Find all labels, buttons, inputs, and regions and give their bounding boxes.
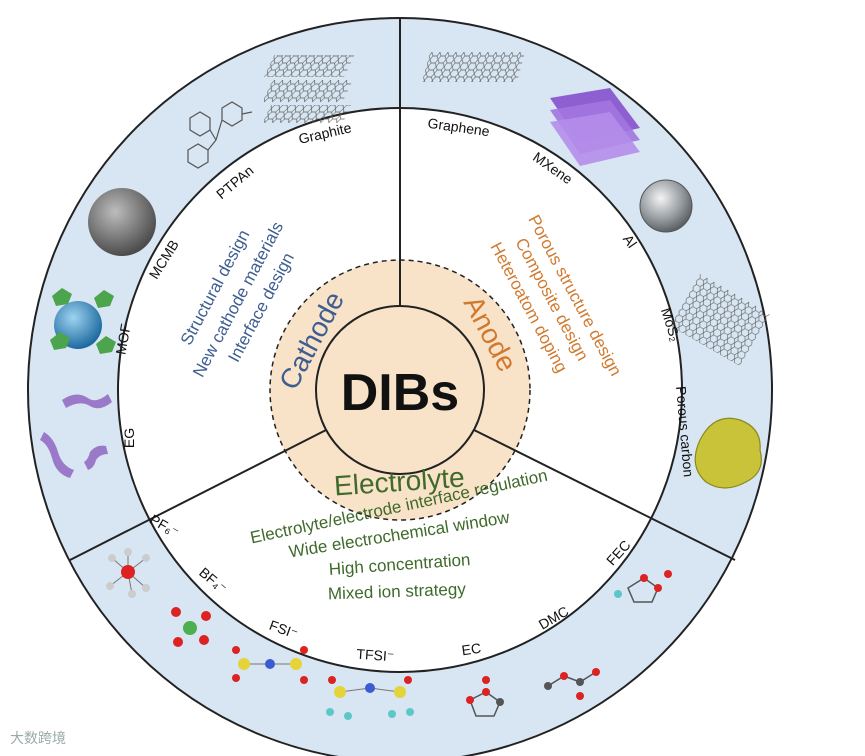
fsi-anion-icon (232, 646, 308, 684)
material-label: Porous carbon (673, 386, 697, 478)
aluminum-disk-icon (639, 179, 693, 233)
watermark: 大数跨境 (10, 730, 66, 746)
material-label: EG (121, 428, 137, 448)
porous-carbon-icon (694, 417, 762, 489)
ec-molecule-icon (466, 676, 504, 717)
material-label: EC (461, 640, 482, 659)
mxene-layers-icon (550, 88, 640, 166)
tfsi-anion-icon (326, 676, 414, 720)
mos2-lattice-icon (670, 274, 770, 366)
mof-cage-icon (50, 288, 116, 354)
divider-right (469, 427, 736, 561)
fec-molecule-icon (614, 570, 672, 603)
dmc-molecule-icon (544, 668, 600, 700)
mcmb-sphere-icon (88, 188, 156, 256)
core-title: DIBs (341, 364, 459, 422)
divider-left (69, 427, 331, 561)
bf4-anion-icon (171, 607, 211, 647)
graphite-icon (262, 55, 355, 123)
electrolyte-strategy: Mixed ion strategy (328, 580, 467, 604)
pf6-anion-icon (106, 548, 150, 598)
material-label: TFSI⁻ (356, 646, 395, 665)
material-label: MOF (112, 322, 133, 355)
core-circle (315, 305, 485, 475)
graphene-sheet-icon (422, 52, 526, 82)
ptpan-molecule-icon (187, 101, 253, 169)
eg-flakes-icon (40, 394, 112, 478)
